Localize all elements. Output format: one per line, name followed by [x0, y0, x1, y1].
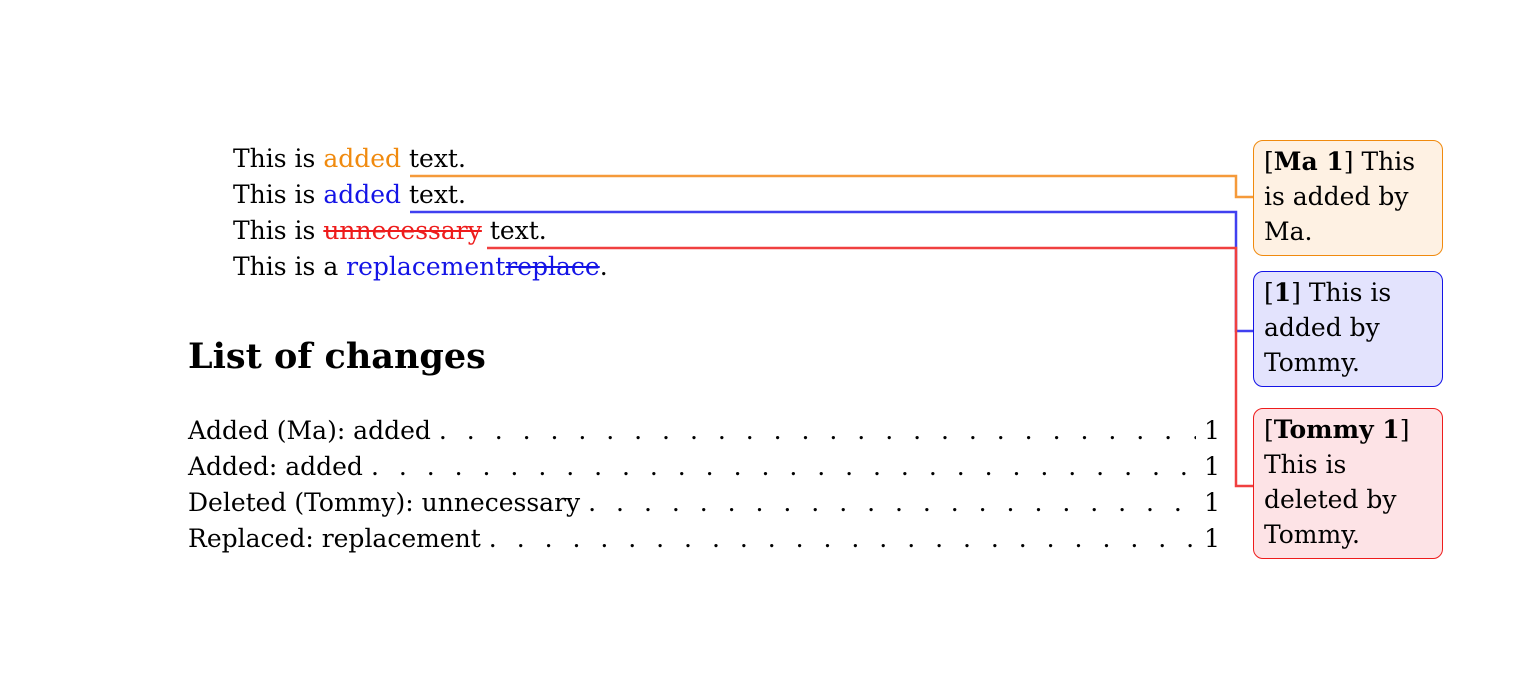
- added-text[interactable]: added: [323, 180, 402, 209]
- leader-dots: [489, 521, 1196, 557]
- body-line-4: This is a replacementreplace.: [233, 249, 608, 285]
- note-bracket: [: [1264, 415, 1274, 444]
- note-tag: Tommy 1: [1273, 415, 1400, 444]
- note-bracket: ]: [1399, 415, 1410, 444]
- line-text: text.: [481, 216, 547, 245]
- note-bracket: ]: [1343, 147, 1354, 176]
- replacement-text[interactable]: replacement: [346, 252, 506, 281]
- note-text: This is added by Ma.: [1264, 147, 1416, 246]
- line-text: This is a: [233, 252, 347, 281]
- list-item-label: Added: added: [188, 452, 363, 481]
- line-text: This is: [233, 144, 324, 173]
- list-item[interactable]: Added (Ma): added 1: [188, 413, 1220, 449]
- list-item[interactable]: Replaced: replacement 1: [188, 521, 1220, 557]
- margin-note-tommy-added[interactable]: [1] This is added by Tommy.: [1253, 271, 1443, 387]
- list-item-page: 1: [1204, 524, 1220, 553]
- replaced-text[interactable]: replace: [505, 252, 600, 281]
- margin-note-tommy-deleted[interactable]: [Tommy 1] This is deleted by Tommy.: [1253, 408, 1443, 559]
- margin-note-ma[interactable]: [Ma 1] This is added by Ma.: [1253, 140, 1443, 256]
- deleted-text[interactable]: unnecessary: [323, 216, 482, 245]
- note-tag: Ma 1: [1273, 147, 1344, 176]
- list-item-label: Deleted (Tommy): unnecessary: [188, 488, 581, 517]
- note-tag: 1: [1273, 278, 1292, 307]
- body-line-2: This is added text.: [233, 177, 466, 213]
- list-item-page: 1: [1204, 416, 1220, 445]
- list-item[interactable]: Deleted (Tommy): unnecessary 1: [188, 485, 1220, 521]
- leader-dots: [439, 413, 1196, 449]
- line-text: .: [599, 252, 608, 281]
- line-text: text.: [401, 180, 466, 209]
- added-text-ma[interactable]: added: [323, 144, 402, 173]
- note-bracket: [: [1264, 278, 1274, 307]
- note-bracket: ]: [1291, 278, 1301, 307]
- list-item[interactable]: Added: added 1: [188, 449, 1220, 485]
- note-text: This is added by Tommy.: [1264, 278, 1392, 377]
- leader-dots: [588, 485, 1196, 521]
- list-item-page: 1: [1204, 452, 1220, 481]
- list-item-label: Replaced: replacement: [188, 524, 481, 553]
- note-bracket: [: [1264, 147, 1274, 176]
- line-text: This is: [233, 216, 324, 245]
- leader-dots: [371, 449, 1196, 485]
- body-line-1: This is added text.: [233, 141, 466, 177]
- line-text: text.: [401, 144, 466, 173]
- connector-ma: [410, 174, 1253, 199]
- note-text: This is deleted by Tommy.: [1264, 450, 1397, 549]
- body-line-3: This is unnecessary text.: [233, 213, 547, 249]
- list-item-page: 1: [1204, 488, 1220, 517]
- line-text: This is: [233, 180, 324, 209]
- list-of-changes-heading: List of changes: [188, 336, 486, 377]
- list-item-label: Added (Ma): added: [188, 416, 431, 445]
